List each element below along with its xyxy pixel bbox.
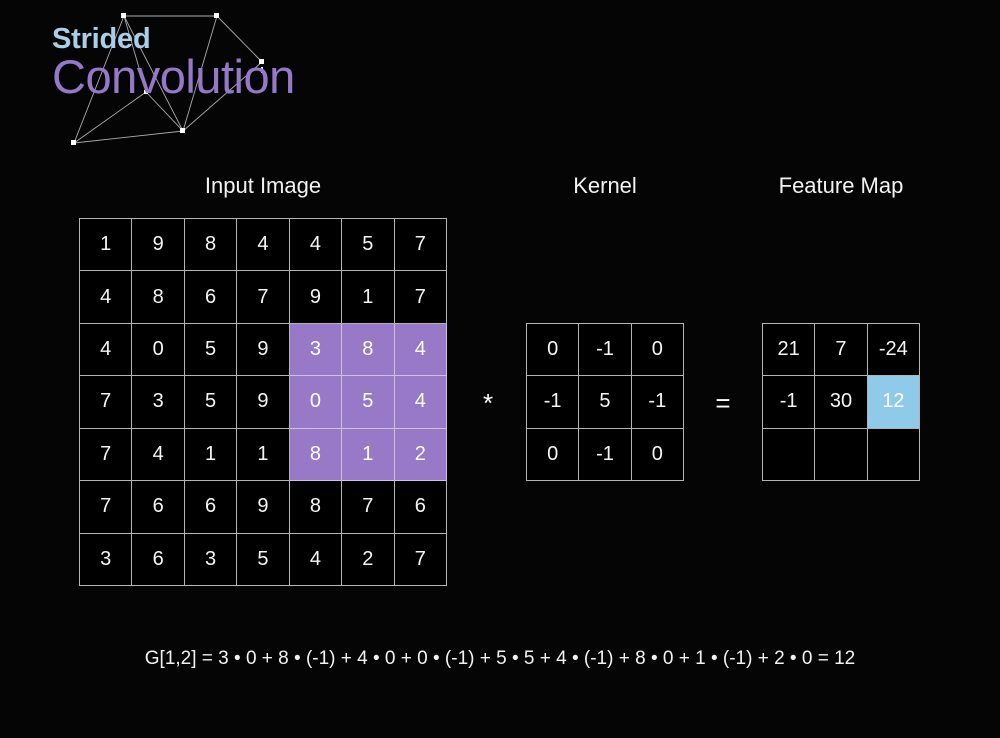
matrix-cell: 5 [342,376,395,429]
matrix-cell: 5 [237,533,290,586]
matrix-cell: -1 [527,376,580,429]
matrix-cell: -1 [579,428,632,481]
matrix-cell: 6 [184,481,238,534]
matrix-cell: 4 [80,271,133,324]
matrix-cell: 0 [289,376,343,429]
matrix-cell: 4 [394,376,447,429]
matrix-cell: 6 [184,271,238,324]
matrix-cell: 1 [237,428,290,482]
matrix-cell: 0 [631,324,684,377]
matrix-cell: -1 [579,324,632,377]
matrix-cell: 9 [132,219,185,272]
matrix-cell: 6 [132,481,185,534]
matrix-cell: -24 [867,324,920,377]
matrix-cell: 3 [132,376,185,429]
matrix-cell: 9 [237,323,290,377]
matrix-cell: 0 [527,324,580,377]
matrix-cell: 7 [80,481,133,534]
matrix-cell: 1 [184,428,238,482]
title-block: Strided Convolution [0,0,400,160]
matrix-cell: 3 [184,533,238,586]
matrix-cell: 21 [763,324,816,377]
heading-kernel: Kernel [573,173,637,198]
matrix-cell: 30 [815,376,868,429]
matrix-cell: 4 [80,323,133,377]
heading-input-image: Input Image [204,173,322,198]
matrix-cell: 7 [80,428,133,482]
matrix-cell: 4 [132,428,185,482]
matrix-cell: 7 [394,271,447,324]
matrix-cell: 2 [342,533,395,586]
matrix-cell: 3 [289,323,343,377]
matrix-cell: 1 [342,271,395,324]
matrix-cell: 4 [394,323,447,377]
matrix-cell: 0 [527,428,580,481]
matrix-cell: 5 [579,376,632,429]
matrix-cell: 5 [342,219,395,272]
matrix-cell: 9 [237,481,290,534]
matrix-cell: 1 [80,219,133,272]
matrix-cell: 8 [132,271,185,324]
matrix-cell: 4 [289,219,343,272]
matrix-cell: 8 [289,481,343,534]
matrix-cell: 7 [394,533,447,586]
matrix-cell [867,428,920,481]
matrix-cell: 1 [342,428,395,482]
matrix-cell [763,428,816,481]
matrix-cell: 7 [237,271,290,324]
matrix-cell: 8 [289,428,343,482]
matrix-cell: 6 [132,533,185,586]
operator-equals: = [715,388,731,418]
heading-feature-map: Feature Map [778,173,904,198]
page-title: Strided Convolution [52,24,295,103]
matrix-cell: 8 [184,219,238,272]
matrix-cell: -1 [763,376,816,429]
matrix-cell: -1 [631,376,684,429]
matrix-cell: 7 [342,481,395,534]
matrix-cell: 7 [394,219,447,272]
matrix-cell: 4 [289,533,343,586]
operator-multiply: * [482,388,494,418]
matrix-cell: 0 [132,323,185,377]
matrix-cell [815,428,868,481]
matrix-cell: 12 [867,376,920,429]
matrix-cell: 9 [237,376,290,429]
matrix-cell: 6 [394,481,447,534]
convolution-formula: G[1,2] = 3 • 0 + 8 • (-1) + 4 • 0 + 0 • … [144,648,856,669]
matrix-cell: 7 [815,324,868,377]
matrix-cell: 4 [237,219,290,272]
matrix-cell: 5 [184,323,238,377]
matrix-cell: 0 [631,428,684,481]
matrix-cell: 7 [80,376,133,429]
matrix-cell: 5 [184,376,238,429]
title-line-convolution: Convolution [52,50,295,104]
matrix-cell: 8 [342,323,395,377]
matrix-cell: 9 [289,271,343,324]
matrix-cell: 3 [80,533,133,586]
matrix-cell: 2 [394,428,447,482]
